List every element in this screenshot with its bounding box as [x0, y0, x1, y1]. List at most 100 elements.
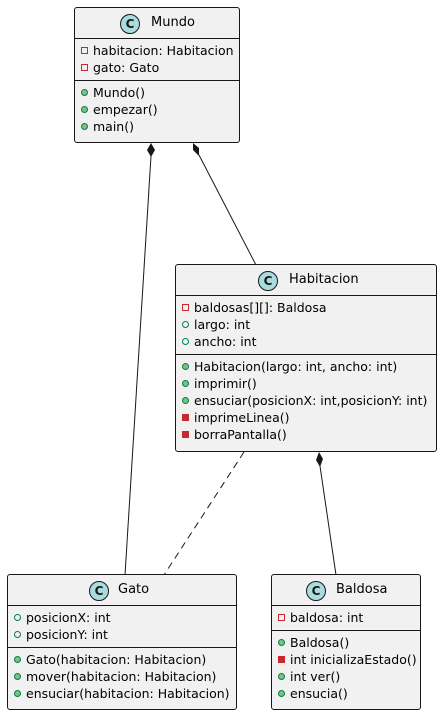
method-text: int inicializaEstado()	[290, 652, 417, 667]
fields-section: habitacion: Habitacion gato: Gato	[75, 38, 239, 80]
methods-section: Baldosa() int inicializaEstado() int ver()…	[272, 630, 420, 706]
method-text: imprimir()	[194, 376, 257, 391]
field-row: largo: int	[176, 316, 436, 333]
method-text: Gato(habitacion: Habitacion)	[26, 652, 207, 667]
class-mundo[interactable]: C Mundo habitacion: Habitacion gato: Gato…	[74, 7, 240, 143]
private-visibility-icon	[81, 64, 88, 71]
composition-habitacion-baldosa-diamond	[316, 452, 323, 467]
class-baldosa[interactable]: C Baldosa baldosa: int Baldosa() int inic…	[271, 574, 421, 710]
method-text: main()	[93, 119, 134, 134]
method-row: borraPantalla()	[176, 426, 436, 443]
private-visibility-icon	[278, 656, 285, 663]
private-visibility-icon	[182, 304, 189, 311]
field-row: posicionY: int	[8, 626, 236, 643]
method-text: borraPantalla()	[194, 427, 287, 442]
method-row: ensuciar(posicionX: int,posicionY: int)	[176, 392, 436, 409]
fields-section: baldosa: int	[272, 605, 420, 630]
class-badge-icon: C	[89, 581, 109, 601]
field-text: ancho: int	[194, 334, 257, 349]
field-text: largo: int	[194, 317, 251, 332]
public-visibility-icon	[14, 656, 21, 663]
class-habitacion[interactable]: C Habitacion baldosas[][]: Baldosa largo:…	[175, 264, 437, 452]
field-row: habitacion: Habitacion	[75, 42, 239, 59]
public-visibility-icon	[278, 673, 285, 680]
public-visibility-icon	[278, 690, 285, 697]
method-text: ensuciar(posicionX: int,posicionY: int)	[194, 393, 428, 408]
method-row: Baldosa()	[272, 634, 420, 651]
private-visibility-icon	[182, 414, 189, 421]
public-visibility-icon	[81, 123, 88, 130]
field-row: gato: Gato	[75, 59, 239, 76]
public-visibility-icon	[182, 321, 189, 328]
method-text: empezar()	[93, 102, 158, 117]
public-visibility-icon	[182, 338, 189, 345]
method-text: Habitacion(largo: int, ancho: int)	[194, 359, 398, 374]
field-text: posicionY: int	[26, 627, 108, 642]
class-header: C Gato	[8, 575, 236, 605]
method-row: Habitacion(largo: int, ancho: int)	[176, 358, 436, 375]
public-visibility-icon	[81, 106, 88, 113]
class-name: Gato	[118, 582, 150, 597]
method-row: int ver()	[272, 668, 420, 685]
public-visibility-icon	[14, 614, 21, 621]
class-name: Baldosa	[336, 582, 388, 597]
private-visibility-icon	[278, 614, 285, 621]
public-visibility-icon	[182, 363, 189, 370]
public-visibility-icon	[278, 639, 285, 646]
composition-mundo-habitacion-line	[198, 154, 257, 266]
field-row: ancho: int	[176, 333, 436, 350]
field-text: habitacion: Habitacion	[93, 43, 234, 58]
method-text: Baldosa()	[290, 635, 350, 650]
method-text: mover(habitacion: Habitacion)	[26, 669, 217, 684]
private-visibility-icon	[81, 47, 88, 54]
method-text: ensucia()	[290, 686, 348, 701]
field-text: baldosa: int	[290, 610, 364, 625]
field-text: baldosas[][]: Baldosa	[194, 300, 327, 315]
field-text: posicionX: int	[26, 610, 111, 625]
method-text: imprimeLinea()	[194, 410, 290, 425]
composition-habitacion-baldosa-line	[319, 465, 337, 576]
method-row: main()	[75, 118, 239, 135]
composition-mundo-habitacion-diamond	[193, 143, 199, 156]
fields-section: posicionX: int posicionY: int	[8, 605, 236, 647]
composition-mundo-gato-line	[124, 155, 152, 576]
methods-section: Gato(habitacion: Habitacion) mover(habita…	[8, 647, 236, 706]
fields-section: baldosas[][]: Baldosa largo: int ancho: in…	[176, 295, 436, 354]
method-row: Gato(habitacion: Habitacion)	[8, 651, 236, 668]
method-text: int ver()	[290, 669, 341, 684]
method-text: Mundo()	[93, 85, 145, 100]
method-row: int inicializaEstado()	[272, 651, 420, 668]
method-row: imprimeLinea()	[176, 409, 436, 426]
class-gato[interactable]: C Gato posicionX: int posicionY: int Gato…	[7, 574, 237, 710]
public-visibility-icon	[182, 397, 189, 404]
class-name: Mundo	[151, 15, 195, 30]
method-row: imprimir()	[176, 375, 436, 392]
public-visibility-icon	[14, 690, 21, 697]
method-row: mover(habitacion: Habitacion)	[8, 668, 236, 685]
methods-section: Mundo() empezar() main()	[75, 80, 239, 139]
class-header: C Mundo	[75, 8, 239, 38]
class-name: Habitacion	[289, 272, 359, 287]
method-text: ensuciar(habitacion: Habitacion)	[26, 686, 230, 701]
field-row: baldosa: int	[272, 609, 420, 626]
class-header: C Habitacion	[176, 265, 436, 295]
method-row: empezar()	[75, 101, 239, 118]
public-visibility-icon	[81, 89, 88, 96]
field-row: posicionX: int	[8, 609, 236, 626]
methods-section: Habitacion(largo: int, ancho: int) imprim…	[176, 354, 436, 447]
class-badge-icon: C	[258, 271, 278, 291]
method-row: Mundo()	[75, 84, 239, 101]
class-header: C Baldosa	[272, 575, 420, 605]
field-text: gato: Gato	[93, 60, 160, 75]
public-visibility-icon	[182, 380, 189, 387]
class-badge-icon: C	[120, 14, 140, 34]
public-visibility-icon	[14, 673, 21, 680]
composition-mundo-gato-diamond	[147, 143, 155, 157]
field-row: baldosas[][]: Baldosa	[176, 299, 436, 316]
method-row: ensucia()	[272, 685, 420, 702]
class-badge-icon: C	[306, 581, 326, 601]
public-visibility-icon	[14, 631, 21, 638]
private-visibility-icon	[182, 431, 189, 438]
method-row: ensuciar(habitacion: Habitacion)	[8, 685, 236, 702]
